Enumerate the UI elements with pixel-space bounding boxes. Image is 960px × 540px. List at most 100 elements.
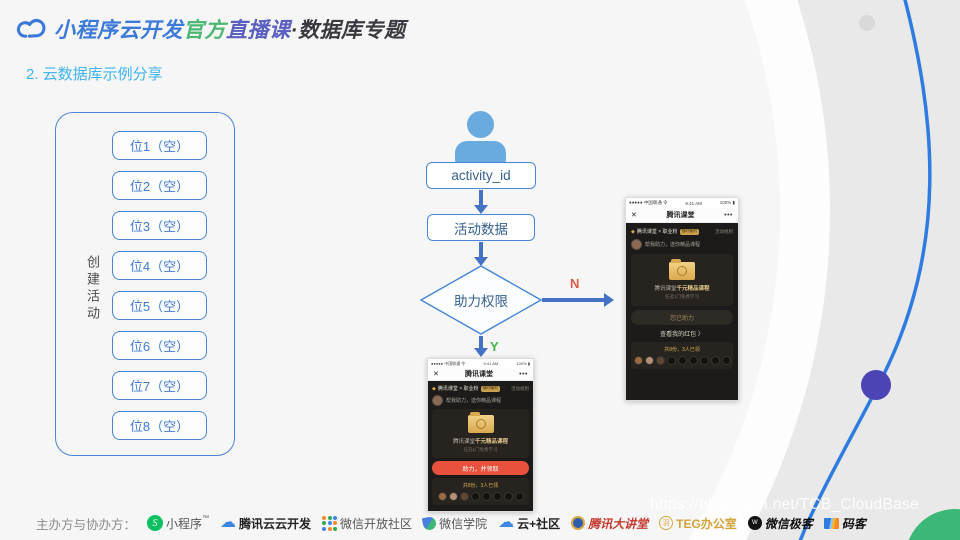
course-title-prefix: 腾讯课堂 <box>654 286 677 292</box>
partners-label: 主办方与协办方： <box>36 517 137 532</box>
avatar <box>459 492 469 501</box>
avatar-empty <box>492 492 502 501</box>
avatar <box>437 492 447 501</box>
progress-text: 共8份，3人已领 <box>664 347 700 353</box>
avatar-empty <box>721 356 731 365</box>
course-title-highlight: 千元精品课程 <box>676 286 710 292</box>
header: 小程序云开发官方直播课·数据库专题 <box>14 14 406 44</box>
tencent-cloudbase-icon: ☁ <box>220 514 237 531</box>
partner-miniprogram: S 小程序™ <box>147 515 209 532</box>
slot-5: 位5（空） <box>112 291 207 320</box>
progress-panel: 共8份，3人已领 <box>432 478 529 505</box>
slot-1: 位1（空） <box>112 131 207 160</box>
course-card: 腾讯课堂千元精品课程 任选1门免费学习 <box>631 254 733 306</box>
partner-label: 腾讯大讲堂 <box>588 516 649 531</box>
avatar-empty <box>666 356 676 365</box>
claimed-avatars <box>435 492 526 501</box>
course-title-highlight: 千元精品课程 <box>475 439 509 445</box>
partner-label: 云+社区 <box>517 516 561 531</box>
avatar-empty <box>699 356 709 365</box>
arrow-down-2 <box>479 242 483 258</box>
more-icon[interactable]: ••• <box>519 370 528 378</box>
activity-id-node: activity_id <box>426 162 536 189</box>
phone-content: ◆ 腾讯课堂 × 职业粉 限时福利 活动规则 帮我助力，送你精品课程 腾讯课堂千… <box>626 223 738 400</box>
section-title: 2. 云数据库示例分享 <box>26 66 163 83</box>
partner-yunplus-community: ☁ 云+社区 <box>498 515 560 532</box>
activity-rules-link[interactable]: 活动规则 <box>715 228 733 234</box>
close-icon[interactable]: ✕ <box>631 212 637 219</box>
red-packet-link[interactable]: 查看我的红包 〉 <box>660 332 704 338</box>
status-carrier: ●●●●● 中国联通 令 <box>431 360 466 366</box>
partner-label: 码客 <box>841 516 866 531</box>
course-subtitle: 任选1门免费学习 <box>463 447 498 452</box>
brand-badge: 限时福利 <box>679 228 699 235</box>
status-time: 9:41 AM <box>483 361 499 366</box>
avatar-empty <box>710 356 720 365</box>
create-activity-label: 创建活动 <box>85 255 100 323</box>
slot-2: 位2（空） <box>112 171 207 200</box>
help-and-claim-button[interactable]: 助力，并领取 <box>432 461 529 475</box>
course-title-prefix: 腾讯课堂 <box>452 439 475 445</box>
partner-wechat-academy: 微信学院 <box>421 515 487 532</box>
teg-office-icon: 羽 <box>659 516 674 530</box>
partner-wegeek: W 微信极客 <box>747 515 813 532</box>
phone-nav-title: 腾讯课堂 <box>465 371 493 378</box>
claimed-avatars <box>633 356 731 365</box>
partner-label: 微信开放社区 <box>340 516 413 531</box>
progress-panel: 共8份，3人已领 <box>631 342 733 369</box>
folder-icon <box>467 412 494 433</box>
wechat-academy-icon <box>421 515 438 531</box>
status-time: 9:41 AM <box>685 200 702 206</box>
share-row: 帮我助力，送你精品课程 <box>631 239 733 250</box>
gem-icon: ◆ <box>432 385 436 392</box>
avatar-empty <box>677 356 687 365</box>
brand-badge: 限时福利 <box>480 385 500 392</box>
title-part-purple: 直播课 <box>226 19 291 42</box>
partner-label: 腾讯云云开发 <box>239 516 312 531</box>
gem-icon: ◆ <box>631 228 635 235</box>
phone-content: ◆ 腾讯课堂 × 职业粉 限时福利 活动规则 帮我助力，送你精品课程 腾讯课堂千… <box>428 381 533 511</box>
title-part-green: 官方 <box>183 19 226 42</box>
already-helped-button[interactable]: 您已助力 <box>631 310 733 325</box>
slot-7: 位7（空） <box>112 371 207 400</box>
phone-screenshot-helped: ●●●●● 中国联通 令 9:41 AM 100% ▮ ✕ 腾讯课堂 ••• ◆… <box>625 197 739 401</box>
close-icon[interactable]: ✕ <box>433 371 439 378</box>
partner-label: TEG办公室 <box>676 516 737 531</box>
phone-screenshot-help: ●●●●● 中国联通 令 9:41 AM 100% ▮ ✕ 腾讯课堂 ••• ◆… <box>427 358 534 512</box>
avatar <box>631 239 642 250</box>
partner-tencent-lecture-hall: 腾讯大讲堂 <box>571 515 648 532</box>
share-row: 帮我助力，送你精品课程 <box>432 395 529 406</box>
arrow-down-yes-head <box>474 348 488 357</box>
decision-node: 助力权限 <box>419 265 543 335</box>
arrow-down-1 <box>479 190 483 206</box>
share-message: 帮我助力，送你精品课程 <box>446 398 502 404</box>
status-battery: 100% ▮ <box>516 361 530 366</box>
course-title: 腾讯课堂千元精品课程 <box>436 437 525 445</box>
arrow-down-1-head <box>474 205 488 214</box>
title-part-dark: ·数据库专题 <box>290 19 406 42</box>
partner-maker: 码客 <box>823 515 866 532</box>
more-icon[interactable]: ••• <box>724 211 733 219</box>
avatar <box>655 356 665 365</box>
slot-6: 位6（空） <box>112 331 207 360</box>
partner-teg-office: 羽 TEG办公室 <box>659 515 737 532</box>
arrow-down-2-head <box>474 257 488 266</box>
slot-3: 位3（空） <box>112 211 207 240</box>
yunplus-community-icon: ☁ <box>498 514 515 531</box>
phone-nav-bar: ✕ 腾讯课堂 ••• <box>428 368 533 381</box>
partner-label: 小程序™ <box>166 514 210 531</box>
partner-tencent-cloudbase: ☁ 腾讯云云开发 <box>220 515 311 532</box>
title-part-blue: 小程序云开发 <box>54 19 183 42</box>
slot-4: 位4（空） <box>112 251 207 280</box>
share-message: 帮我助力，送你精品课程 <box>645 242 701 248</box>
slot-8: 位8（空） <box>112 411 207 440</box>
partner-label: 微信极客 <box>764 516 813 531</box>
course-subtitle: 任选1门免费学习 <box>664 294 699 299</box>
user-icon-body <box>455 141 506 165</box>
activity-rules-link[interactable]: 活动规则 <box>511 385 529 391</box>
footer-partners-bar: 主办方与协办方： S 小程序™ ☁ 腾讯云云开发 微信开放社区 微信学院 ☁ 云… <box>36 512 866 534</box>
avatar-empty <box>514 492 524 501</box>
wegeek-icon: W <box>747 516 762 530</box>
